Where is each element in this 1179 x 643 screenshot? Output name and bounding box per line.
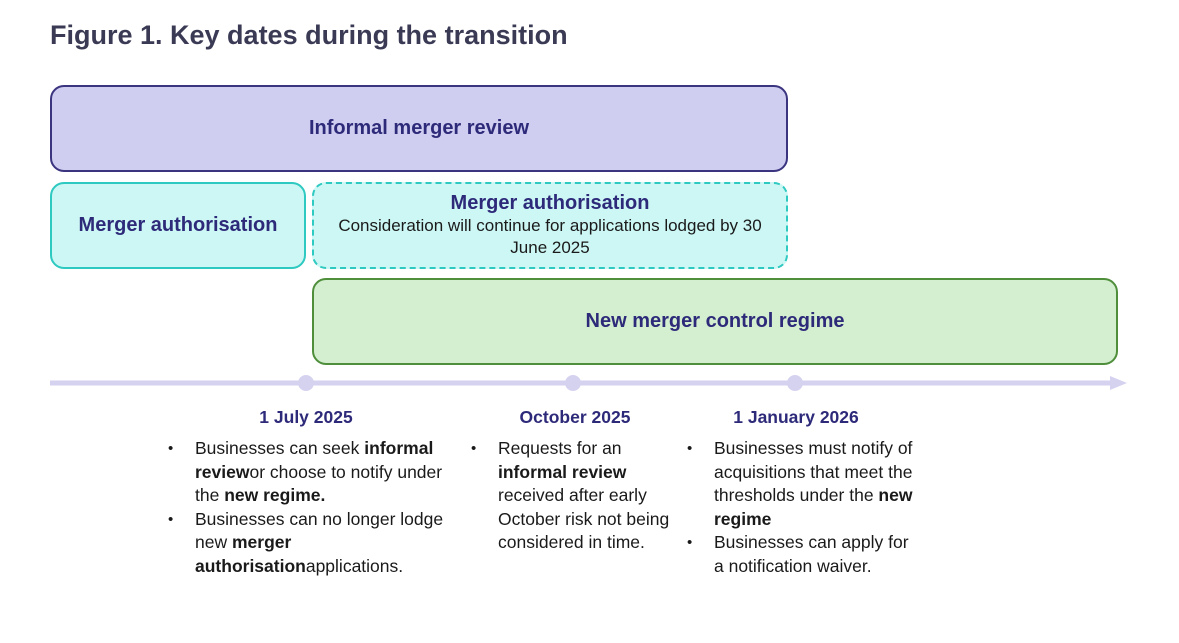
merger-authorisation-continued-bar: Merger authorisation Consideration will … <box>312 182 788 269</box>
milestone-bullet: Businesses can apply for a notification … <box>687 531 922 578</box>
bullet-bold-text: merger authorisation <box>195 532 306 576</box>
bullet-text: Businesses must notify of acquisitions t… <box>714 438 913 505</box>
milestone-notes-1: Businesses can seek informal reviewor ch… <box>168 437 458 578</box>
new-merger-control-regime-bar: New merger control regime <box>312 278 1118 365</box>
milestone-date-1: 1 July 2025 <box>259 407 353 427</box>
merger-authorisation-bar: Merger authorisation <box>50 182 306 269</box>
timeline-arrowhead <box>1110 376 1127 390</box>
bullet-text: received after early October risk not be… <box>498 485 670 552</box>
bullet-text: Businesses can seek <box>195 438 365 458</box>
milestone-notes-3: Businesses must notify of acquisitions t… <box>687 437 922 578</box>
bullet-text: Businesses can no longer lodge new <box>195 508 444 553</box>
bullet-bold-text: new regime <box>714 485 913 529</box>
milestone-marker-3 <box>787 375 803 391</box>
bullet-text: Requests for an <box>498 438 622 458</box>
figure-title: Figure 1. Key dates during the transitio… <box>50 20 568 50</box>
informal-merger-review-label: Informal merger review <box>308 117 530 139</box>
merger-authorisation-continued-label: Merger authorisation <box>450 192 650 214</box>
bullet-bold-text: informal review <box>195 438 434 482</box>
bullet-text: or choose to notify under the <box>195 461 443 506</box>
bullet-bold-text: informal review <box>498 461 627 482</box>
informal-merger-review-bar: Informal merger review <box>50 85 788 172</box>
new-merger-control-regime-label: New merger control regime <box>585 310 845 332</box>
milestone-marker-2 <box>565 375 581 391</box>
bullet-text: Businesses can apply for a notification … <box>714 532 909 576</box>
milestone-bullet: Businesses can no longer lodge new merge… <box>168 508 458 579</box>
milestone-date-3: 1 January 2026 <box>733 407 859 427</box>
merger-authorisation-continued-note: Consideration will continue for applicat… <box>338 216 762 257</box>
milestone-bullet: Businesses can seek informal reviewor ch… <box>168 437 458 508</box>
milestone-date-2: October 2025 <box>519 407 631 427</box>
merger-authorisation-label: Merger authorisation <box>78 214 278 236</box>
bullet-bold-text: new regime. <box>224 485 326 505</box>
bullet-text: applications. <box>305 555 404 576</box>
milestone-bullet: Requests for an informal review received… <box>471 437 676 555</box>
milestone-marker-1 <box>298 375 314 391</box>
milestone-bullet: Businesses must notify of acquisitions t… <box>687 437 922 531</box>
milestone-notes-2: Requests for an informal review received… <box>471 437 676 555</box>
